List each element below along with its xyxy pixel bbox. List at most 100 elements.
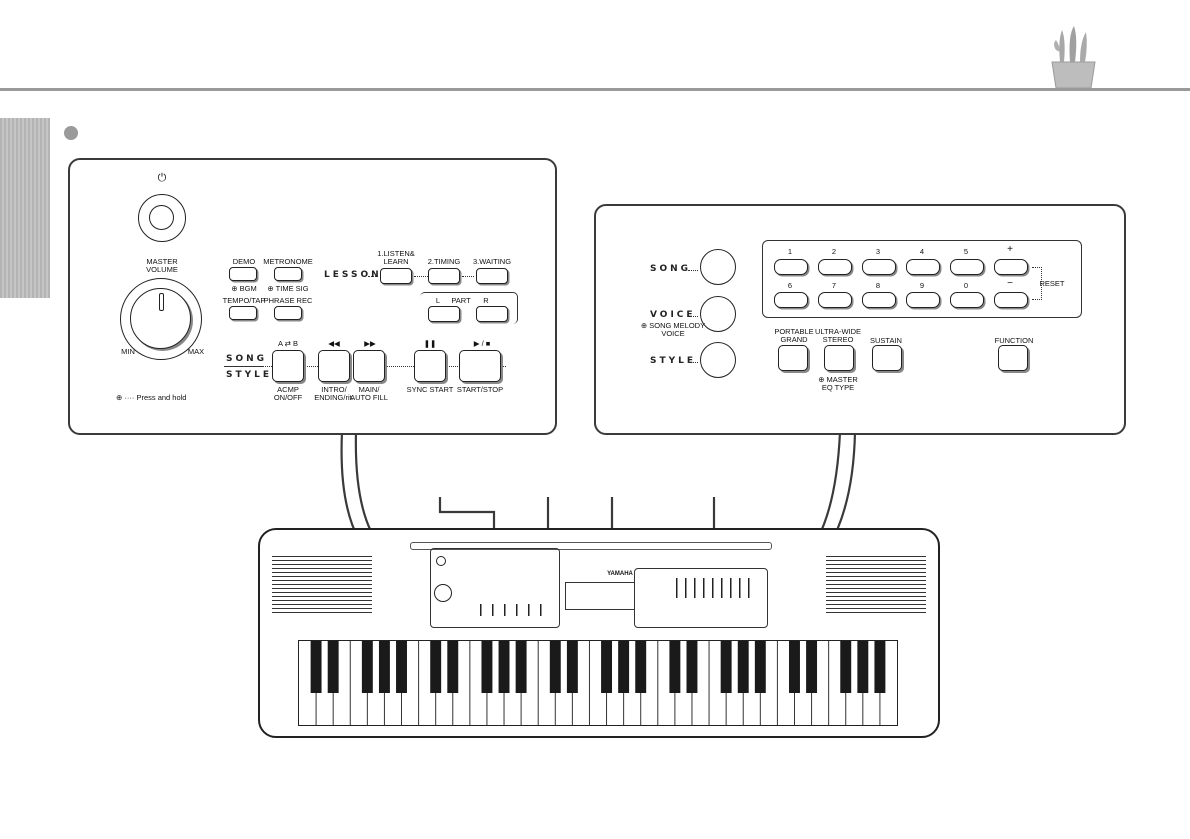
acmp-label: ACMP ON/OFF	[273, 385, 303, 402]
waiting-button[interactable]	[476, 268, 508, 284]
style-button[interactable]	[700, 342, 736, 378]
song-leader	[688, 270, 698, 271]
number-label-3: 3	[875, 247, 881, 256]
tempo-tap-label: TEMPO/TAP	[222, 296, 266, 305]
song-label: SONG	[650, 264, 692, 274]
song-section-label: SONG	[226, 354, 268, 364]
metronome-label: METRONOME	[263, 257, 313, 266]
lesson-leader-3	[462, 276, 474, 277]
minus-button[interactable]	[994, 292, 1028, 308]
number-button-4[interactable]	[906, 259, 940, 275]
reset-label: RESET	[1039, 279, 1065, 288]
style-leader	[688, 362, 698, 363]
plus-button[interactable]	[994, 259, 1028, 275]
number-button-1[interactable]	[774, 259, 808, 275]
minus-label: −	[1007, 278, 1013, 289]
ultra-wide-stereo-button[interactable]	[824, 345, 854, 371]
main-ff-button[interactable]	[353, 350, 385, 382]
reset-bracket	[1032, 267, 1042, 300]
header-rule	[0, 88, 1190, 91]
number-button-9[interactable]	[906, 292, 940, 308]
brand-label: YAMAHA	[607, 571, 633, 577]
keyboard-top-strip	[410, 542, 772, 550]
acmp-ab-button[interactable]	[272, 350, 304, 382]
pause-icon: ❚❚	[423, 339, 437, 348]
metronome-button[interactable]	[274, 267, 302, 281]
mini-power	[436, 556, 446, 566]
function-label: FUNCTION	[994, 336, 1034, 345]
master-volume-dial[interactable]	[120, 278, 202, 360]
portable-grand-label: PORTABLE GRAND	[774, 327, 814, 344]
fast-forward-icon: ▶▶	[364, 339, 376, 348]
song-style-divider	[224, 366, 262, 367]
listen-learn-label: 1.LISTEN& LEARN	[377, 249, 415, 266]
timing-label: 2.TIMING	[427, 257, 461, 266]
play-stop-icon: ▶ / ■	[473, 339, 491, 348]
intro-rewind-button[interactable]	[318, 350, 350, 382]
number-label-4: 4	[919, 247, 925, 256]
song-melody-voice-label: ⊕ SONG MELODY VOICE	[640, 321, 706, 338]
mini-number-pad	[676, 578, 756, 598]
mini-right-panel	[634, 568, 768, 628]
rewind-icon: ◀◀	[328, 339, 340, 348]
number-button-0[interactable]	[950, 292, 984, 308]
bgm-label: ⊕ BGM	[231, 284, 257, 293]
part-label: PART	[451, 296, 471, 305]
phrase-rec-button[interactable]	[274, 306, 302, 320]
demo-button[interactable]	[229, 267, 257, 281]
sustain-button[interactable]	[872, 345, 902, 371]
volume-max-label: MAX	[187, 347, 205, 356]
tempo-tap-button[interactable]	[229, 306, 257, 320]
function-button[interactable]	[998, 345, 1028, 371]
part-r-button[interactable]	[476, 306, 508, 322]
mini-volume	[434, 584, 452, 602]
sustain-label: SUSTAIN	[870, 336, 902, 345]
number-label-8: 8	[875, 281, 881, 290]
volume-min-label: MIN	[121, 347, 135, 356]
power-icon: ⏻	[157, 172, 167, 184]
voice-button[interactable]	[700, 296, 736, 332]
phrase-rec-label: PHRASE REC	[263, 296, 313, 305]
plus-label: +	[1007, 244, 1013, 255]
mini-display	[565, 582, 635, 610]
time-sig-label: ⊕ TIME SIG	[267, 284, 309, 293]
number-button-2[interactable]	[818, 259, 852, 275]
number-button-6[interactable]	[774, 292, 808, 308]
speaker-left	[272, 556, 372, 616]
number-button-3[interactable]	[862, 259, 896, 275]
main-label: MAIN/ AUTO FILL	[350, 385, 388, 402]
start-stop-label: START/STOP	[456, 385, 504, 394]
number-button-7[interactable]	[818, 292, 852, 308]
number-button-5[interactable]	[950, 259, 984, 275]
keys-area	[298, 640, 898, 726]
part-l-label: L	[435, 296, 441, 305]
demo-label: DEMO	[232, 257, 256, 266]
part-l-button[interactable]	[428, 306, 460, 322]
number-label-6: 6	[787, 281, 793, 290]
listen-learn-button[interactable]	[380, 268, 412, 284]
voice-leader	[690, 316, 698, 317]
part-bracket	[420, 292, 518, 324]
power-button-inner	[149, 205, 174, 230]
power-button[interactable]	[138, 194, 186, 242]
press-and-hold-note: ⊕ ···· Press and hold	[116, 393, 187, 402]
master-volume-label: MASTER VOLUME	[146, 257, 178, 274]
start-stop-button[interactable]	[459, 350, 501, 382]
number-label-0: 0	[963, 281, 969, 290]
bullet-dot	[64, 126, 78, 140]
song-button[interactable]	[700, 249, 736, 285]
style-label: STYLE	[650, 356, 697, 366]
number-label-9: 9	[919, 281, 925, 290]
mini-left-panel	[430, 548, 560, 628]
master-eq-type-label: ⊕ MASTER EQ TYPE	[818, 375, 858, 392]
number-label-5: 5	[963, 247, 969, 256]
part-r-label: R	[483, 296, 489, 305]
ab-repeat-symbol: A ⇄ B	[277, 339, 299, 348]
timing-button[interactable]	[428, 268, 460, 284]
ultra-wide-stereo-label: ULTRA-WIDE STEREO	[814, 327, 862, 344]
lesson-leader-2	[414, 276, 428, 277]
portable-grand-button[interactable]	[778, 345, 808, 371]
sync-pause-button[interactable]	[414, 350, 446, 382]
number-button-8[interactable]	[862, 292, 896, 308]
side-tab	[0, 118, 50, 298]
